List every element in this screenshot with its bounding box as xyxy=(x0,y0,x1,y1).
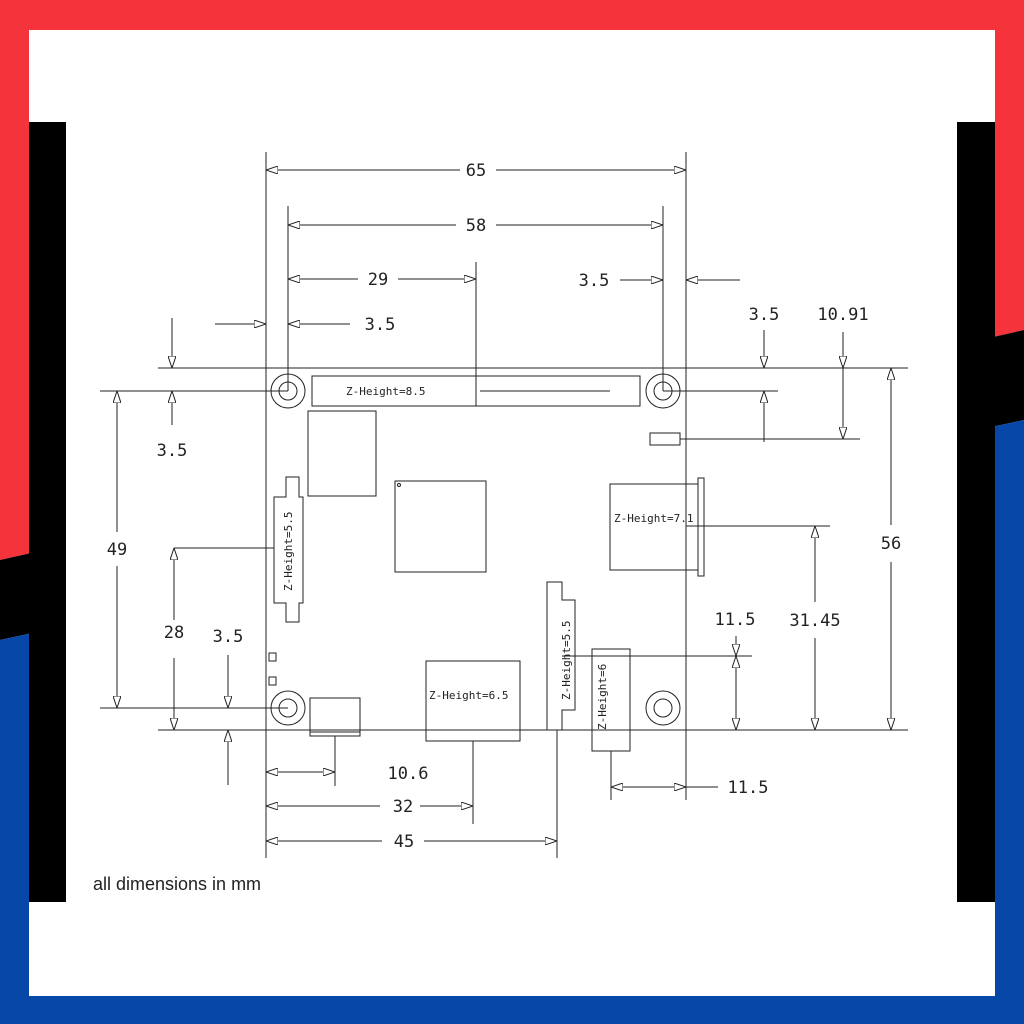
dim-3-5-top-left: 3.5 xyxy=(365,315,396,335)
z-height-dsi: Z-Height=5.5 xyxy=(282,512,295,591)
dim-49: 49 xyxy=(107,540,127,560)
z-height-gpio: Z-Height=8.5 xyxy=(346,385,425,398)
dim-10-6: 10.6 xyxy=(388,764,429,784)
dim-3-5-right-top: 3.5 xyxy=(749,305,780,325)
z-height-csi: Z-Height=5.5 xyxy=(560,621,573,700)
csi-connector xyxy=(546,581,576,731)
board-outline xyxy=(265,367,687,731)
dim-3-5-top-right: 3.5 xyxy=(579,271,610,291)
dim-11-5-right: 11.5 xyxy=(715,610,756,630)
dsi-connector xyxy=(273,476,304,623)
ethernet-port-lip xyxy=(697,477,705,577)
extension-lines xyxy=(100,152,908,858)
units-footnote: all dimensions in mm xyxy=(93,874,262,894)
dim-45: 45 xyxy=(394,832,414,852)
z-height-audio: Z-Height=6 xyxy=(596,664,609,730)
dim-28: 28 xyxy=(164,623,184,643)
z-height-labels: Z-Height=8.5 Z-Height=7.1 Z-Height=6.5 Z… xyxy=(282,385,693,730)
frame-side-bar-left xyxy=(29,122,66,902)
led-component xyxy=(649,432,681,446)
dim-32: 32 xyxy=(393,797,413,817)
dimension-lines xyxy=(117,170,891,841)
ethernet-port xyxy=(609,483,699,571)
soc-pin1-dot xyxy=(397,483,401,487)
frame-side-bar-right xyxy=(957,122,995,902)
dim-58: 58 xyxy=(466,216,486,236)
small-component-a xyxy=(268,652,277,662)
dim-56: 56 xyxy=(881,534,901,554)
dim-10-91: 10.91 xyxy=(817,305,868,325)
z-height-hdmi: Z-Height=6.5 xyxy=(429,689,508,702)
dim-3-5-left-top: 3.5 xyxy=(157,441,188,461)
dimension-labels: 65 58 29 3.5 3.5 3.5 10.91 3.5 49 28 3.5… xyxy=(107,161,901,852)
small-component-b xyxy=(268,676,277,686)
dim-29: 29 xyxy=(368,270,388,290)
dim-3-5-left-bottom: 3.5 xyxy=(213,627,244,647)
dim-11-5-bottom: 11.5 xyxy=(728,778,769,798)
dim-31-45: 31.45 xyxy=(789,611,840,631)
mounting-hole-bottom-right xyxy=(645,690,681,726)
soc-chip xyxy=(394,480,487,573)
frame-inner-white xyxy=(29,30,995,996)
z-height-ethernet: Z-Height=7.1 xyxy=(614,512,693,525)
dim-65: 65 xyxy=(466,161,486,181)
ram-chip xyxy=(307,410,377,497)
